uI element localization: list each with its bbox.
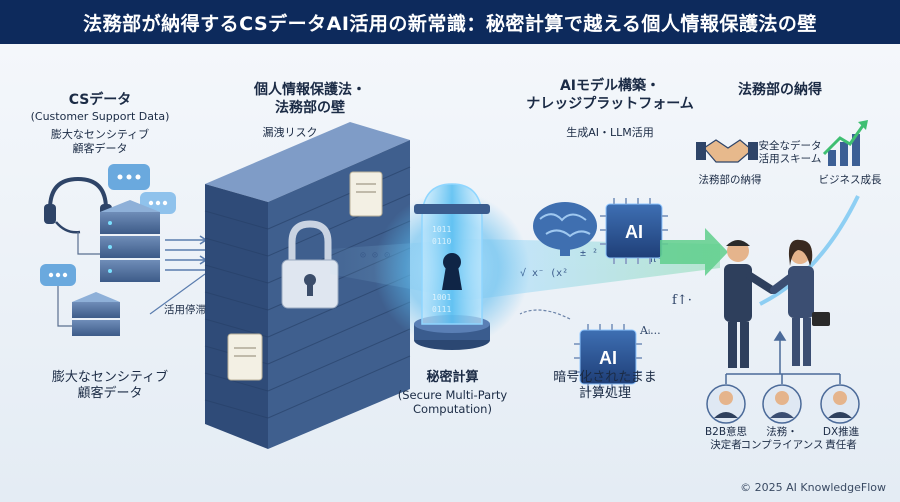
legal-title: 法務部の納得 [738, 82, 822, 98]
brain-icon [533, 202, 597, 256]
cs-data-bottom-desc: 膨大なセンシティブ 顧客データ [51, 370, 169, 402]
green-arrow [660, 228, 728, 276]
ai-chip-label: AI [599, 348, 617, 368]
cs-data-title: CSデータ [68, 92, 132, 108]
svg-text:⊙ ⊙ ⊙: ⊙ ⊙ ⊙ [360, 250, 390, 261]
ai-subtitle: 生成AI・LLM活用 [566, 126, 654, 139]
stalled-arrow [149, 273, 206, 315]
svg-text:1001: 1001 [432, 293, 451, 302]
ai-title: AIモデル構築・ ナレッジプラットフォーム [526, 78, 694, 112]
stalled-label: 活用停滞 [164, 304, 206, 316]
growth-label: ビジネス成長 [818, 174, 882, 186]
svg-text:1011: 1011 [432, 225, 451, 234]
stakeholder-label: DX推進 責任者 [822, 426, 860, 452]
cs-data-desc: 膨大なセンシティブ 顧客データ [50, 128, 150, 155]
padlock-icon [281, 220, 339, 309]
brick-wall [204, 122, 411, 449]
server-stack-icon [72, 200, 160, 336]
svg-text:√ x⁻ (x²: √ x⁻ (x² [520, 267, 568, 279]
keyhole-icon [442, 253, 462, 290]
growth-chart-icon [822, 120, 868, 166]
encrypted-processing-label: 暗号化されたまま 計算処理 [553, 370, 657, 402]
page-title: 法務部が納得するCSデータAI活用の新常識：秘密計算で越える個人情報保護法の壁 [0, 0, 900, 44]
mpc-title: 秘密計算 [426, 370, 479, 385]
document-scroll-icon [227, 171, 383, 381]
page-title-text: 法務部が納得するCSデータAI活用の新常識：秘密計算で越える個人情報保護法の壁 [83, 12, 817, 35]
stakeholder-label: 法務・ コンプライアンス [740, 426, 824, 452]
safe-scheme-label: 安全なデータ 活用スキーム [758, 140, 822, 166]
ai-chip-label: AI [625, 222, 643, 242]
handshake-icon [696, 139, 758, 163]
svg-text:π²: π² [650, 254, 662, 265]
businesswoman-figure [770, 239, 830, 366]
stakeholder-label: B2B意思 決定者 [704, 426, 748, 452]
data-flow-arrows [165, 235, 208, 271]
mpc-subtitle: (Secure Multi-Party Computation) [397, 388, 508, 417]
encrypted-symbols: ⊙ ⊙ ⊙ √ x⁻ (x² ± ² π² [360, 248, 662, 279]
wall-title: 個人情報保護法・ 法務部の壁 [254, 82, 366, 116]
wall-risk-label: 漏洩リスク [262, 126, 318, 139]
svg-text:0111: 0111 [432, 305, 451, 314]
stakeholder-avatar [820, 384, 860, 424]
connector-line [519, 309, 571, 320]
legal-approval-label: 法務部の納得 [698, 174, 762, 186]
ai-chip-top [600, 198, 668, 264]
diagram-scene: ⊙ ⊙ ⊙ √ x⁻ (x² ± ² π² 1011 0110 1001 0111 [40, 120, 868, 449]
stakeholder-avatar [762, 384, 802, 424]
stakeholder-avatar [706, 384, 746, 424]
ai-chip-bottom [574, 324, 642, 390]
formula-label: Aᵢ... [639, 324, 661, 337]
cs-data-subtitle: (Customer Support Data) [30, 110, 170, 123]
stakeholder-connector [725, 330, 841, 384]
connector-line [77, 232, 100, 255]
svg-text:± ²: ± ² [580, 248, 598, 259]
connector-line [57, 286, 72, 327]
svg-text:0110: 0110 [432, 237, 451, 246]
copyright-footer: © 2025 AI KnowledgeFlow [740, 481, 886, 494]
formula-label: f↑· [672, 293, 692, 308]
businessman-figure [724, 240, 776, 368]
growth-swoosh [759, 195, 860, 306]
